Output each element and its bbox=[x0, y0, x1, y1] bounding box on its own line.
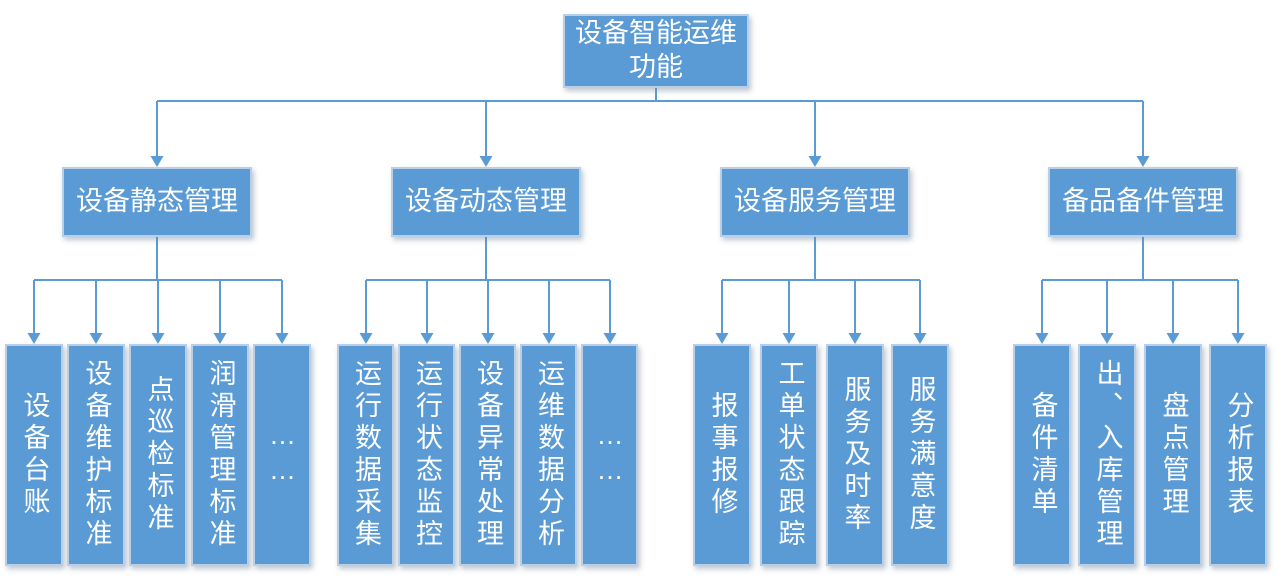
connector-branch3-bus bbox=[721, 237, 921, 334]
leaf-node: 运维数据分析 bbox=[520, 344, 577, 566]
leaf-node: 盘点管理 bbox=[1144, 344, 1202, 566]
leaf-label: 点巡检标准 bbox=[143, 375, 174, 535]
branch-label: 设备服务管理 bbox=[734, 186, 896, 217]
connector-branch4-bus bbox=[1041, 237, 1239, 334]
leaf-node: 运行状态监控 bbox=[398, 344, 455, 566]
branch-label: 备品备件管理 bbox=[1062, 186, 1224, 217]
leaf-label: 工单状态跟踪 bbox=[774, 359, 805, 551]
leaf-label: 运行状态监控 bbox=[412, 359, 442, 551]
branch-node-service-mgmt: 设备服务管理 bbox=[720, 167, 910, 237]
leaf-node: 设备维护标准 bbox=[67, 344, 125, 566]
leaf-label: 报事报修 bbox=[707, 391, 738, 519]
connector-root-bus bbox=[156, 88, 1144, 157]
root-node: 设备智能运维功能 bbox=[563, 14, 749, 88]
leaf-label: 出、入库管理 bbox=[1092, 359, 1123, 551]
leaf-node-ellipsis: …… bbox=[581, 344, 638, 566]
leaf-node: 分析报表 bbox=[1209, 344, 1267, 566]
branch-label: 设备动态管理 bbox=[405, 186, 567, 217]
branch-node-spareparts-mgmt: 备品备件管理 bbox=[1048, 167, 1238, 237]
leaf-node: 点巡检标准 bbox=[129, 344, 187, 566]
leaf-node: 润滑管理标准 bbox=[191, 344, 249, 566]
leaf-node: 运行数据采集 bbox=[337, 344, 394, 566]
leaf-label: 运行数据采集 bbox=[351, 359, 381, 551]
leaf-node: 工单状态跟踪 bbox=[760, 344, 818, 566]
leaf-node: 设备异常处理 bbox=[459, 344, 516, 566]
connector-branch1-bus bbox=[33, 237, 283, 334]
leaf-label: 分析报表 bbox=[1223, 391, 1254, 519]
leaf-label: 备件清单 bbox=[1027, 391, 1058, 519]
leaf-label: 设备维护标准 bbox=[81, 359, 112, 551]
connector-branch2-bus bbox=[365, 237, 611, 334]
leaf-label: …… bbox=[595, 420, 625, 490]
leaf-node: 设备台账 bbox=[5, 344, 63, 566]
leaf-label: 服务满意度 bbox=[905, 375, 936, 535]
branch-label: 设备静态管理 bbox=[76, 186, 238, 217]
leaf-label: 润滑管理标准 bbox=[205, 359, 236, 551]
leaf-label: 设备异常处理 bbox=[473, 359, 503, 551]
leaf-label: 盘点管理 bbox=[1158, 391, 1189, 519]
leaf-node: 服务及时率 bbox=[826, 344, 884, 566]
leaf-node: 报事报修 bbox=[693, 344, 751, 566]
leaf-label: 运维数据分析 bbox=[534, 359, 564, 551]
branch-node-dynamic-mgmt: 设备动态管理 bbox=[391, 167, 581, 237]
leaf-label: 设备台账 bbox=[19, 391, 50, 519]
leaf-node: 出、入库管理 bbox=[1078, 344, 1136, 566]
branch-node-static-mgmt: 设备静态管理 bbox=[62, 167, 252, 237]
leaf-node: 备件清单 bbox=[1013, 344, 1071, 566]
root-node-label: 设备智能运维功能 bbox=[575, 18, 737, 82]
leaf-label: 服务及时率 bbox=[840, 375, 871, 535]
arrowheads bbox=[27, 156, 1245, 344]
leaf-node: 服务满意度 bbox=[891, 344, 949, 566]
leaf-label: …… bbox=[267, 420, 298, 490]
leaf-node-ellipsis: …… bbox=[253, 344, 311, 566]
